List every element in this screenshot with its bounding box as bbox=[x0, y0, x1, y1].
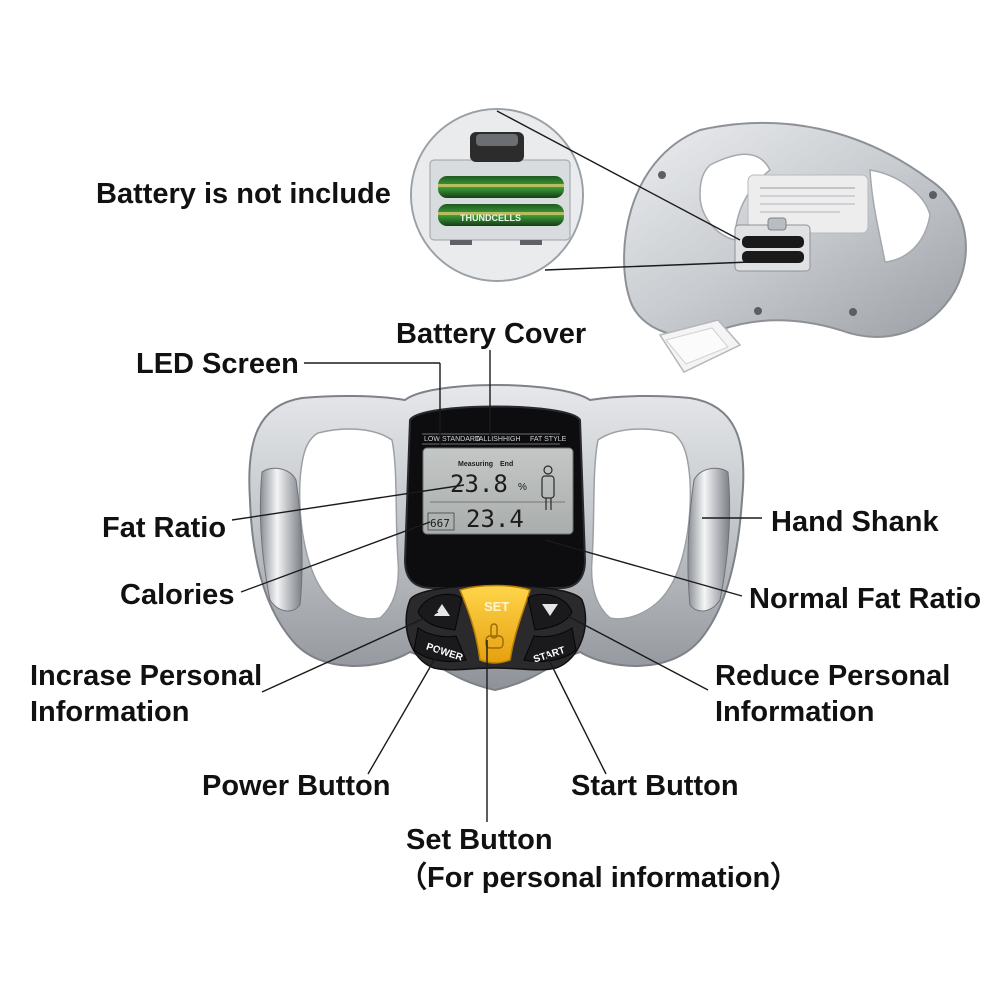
lcd-fat-ratio-value: 23.8 bbox=[450, 470, 508, 498]
leader-lines bbox=[231, 110, 762, 822]
device-front-view: LOW STANDARD TALLISH HIGH FAT STYLE Meas… bbox=[248, 384, 745, 692]
set-button-label: SET bbox=[484, 599, 509, 614]
screw-icon bbox=[929, 191, 937, 199]
label-increase-line2: Information bbox=[30, 696, 190, 728]
left-hand-shank bbox=[259, 467, 303, 612]
screw-icon bbox=[754, 307, 762, 315]
lcd-status-end: End bbox=[500, 461, 513, 468]
battery-inset: THUNDCELLS bbox=[410, 108, 584, 282]
lcd-scale-high: HIGH bbox=[503, 436, 521, 443]
battery-brand-text: THUNDCELLS bbox=[460, 213, 521, 223]
button-cluster: POWER SET START bbox=[405, 584, 587, 671]
set-button[interactable]: SET bbox=[458, 584, 531, 664]
label-set-button-line1: Set Button bbox=[406, 824, 553, 856]
labels: Battery is not include Battery Cover LED… bbox=[30, 178, 981, 894]
person-icon bbox=[541, 465, 555, 510]
arrow-down-icon bbox=[542, 604, 558, 616]
label-normal-fat-ratio: Normal Fat Ratio bbox=[749, 583, 981, 615]
label-hand-shank: Hand Shank bbox=[771, 506, 939, 538]
right-hand-shank bbox=[687, 467, 731, 612]
lcd-status-measuring: Measuring bbox=[458, 461, 493, 468]
label-battery-cover: Battery Cover bbox=[396, 318, 586, 350]
lcd-normal-fat-value: 23.4 bbox=[466, 505, 524, 533]
lcd-calories-value: 667 bbox=[430, 517, 450, 530]
lcd-scale-tallish: TALLISH bbox=[475, 436, 503, 443]
label-reduce-line1: Reduce Personal bbox=[715, 660, 950, 692]
label-power-button: Power Button bbox=[202, 770, 391, 802]
label-reduce-line2: Information bbox=[715, 696, 875, 728]
increase-button[interactable] bbox=[417, 593, 463, 631]
decrease-button[interactable] bbox=[527, 593, 573, 631]
hand-pointer-icon bbox=[485, 623, 504, 649]
battery-cover-part bbox=[658, 319, 742, 373]
lcd-unit: % bbox=[518, 482, 527, 493]
label-calories: Calories bbox=[120, 579, 234, 611]
screw-icon bbox=[658, 171, 666, 179]
lcd-scale-standard: STANDARD bbox=[442, 436, 480, 443]
lcd-scale-low: LOW bbox=[424, 436, 440, 443]
label-increase-line1: Incrase Personal bbox=[30, 660, 262, 692]
label-led-screen: LED Screen bbox=[136, 348, 299, 380]
device-back-view bbox=[623, 121, 967, 373]
label-start-button: Start Button bbox=[571, 770, 739, 802]
label-set-button-line2: （For personal information） bbox=[398, 861, 799, 894]
lcd-scale-bar: LOW STANDARD TALLISH HIGH FAT STYLE bbox=[422, 433, 567, 445]
label-fat-ratio: Fat Ratio bbox=[102, 512, 226, 544]
back-battery-compartment bbox=[734, 217, 811, 272]
screw-icon bbox=[849, 308, 857, 316]
label-battery-note: Battery is not include bbox=[96, 178, 391, 210]
lcd-scale-fat-style: FAT STYLE bbox=[530, 436, 567, 443]
arrow-up-icon bbox=[434, 604, 450, 616]
